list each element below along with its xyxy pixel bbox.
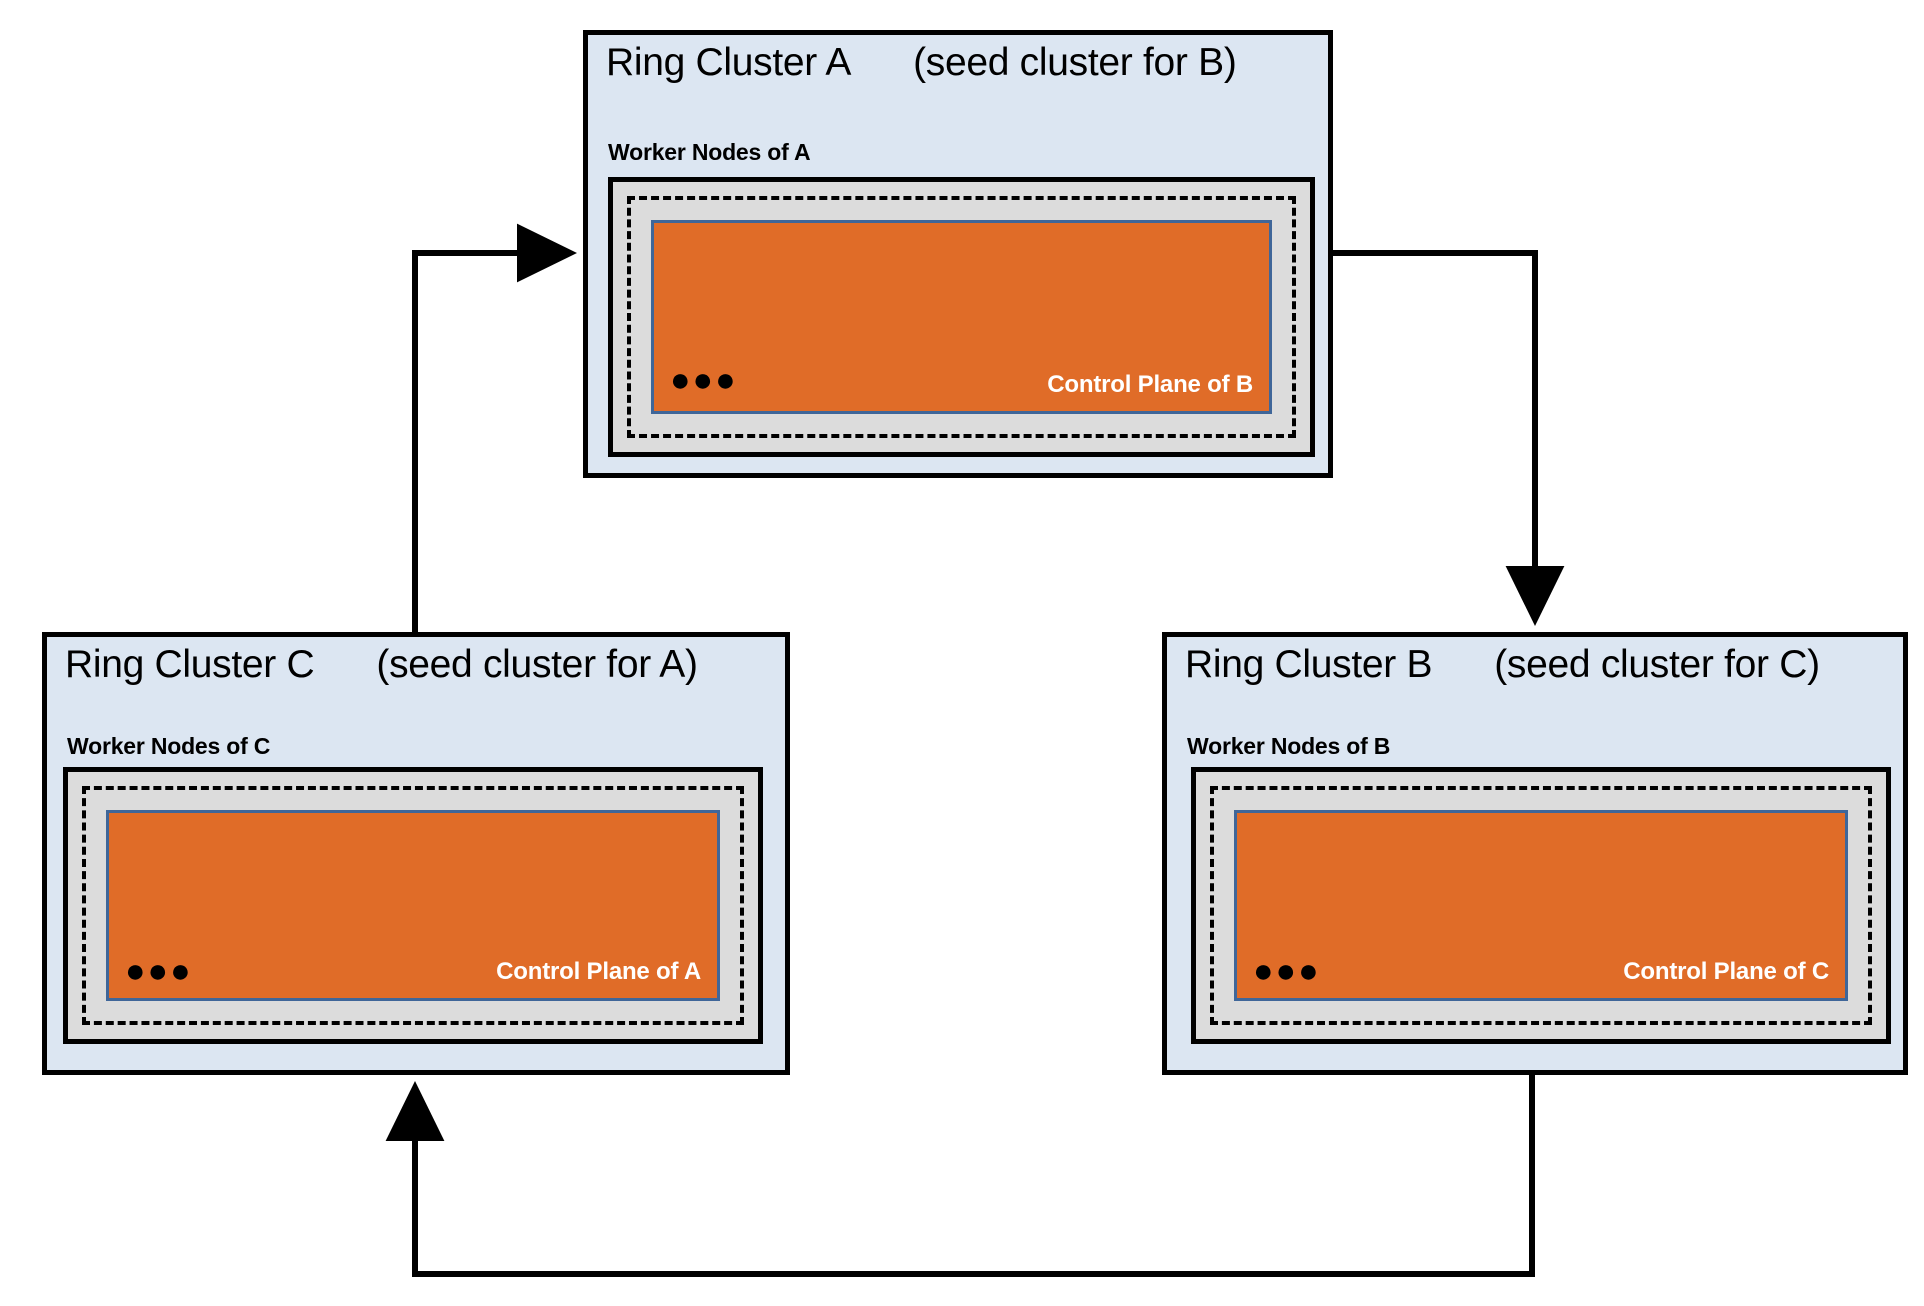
ellipsis-icon: ●●●: [670, 361, 738, 399]
cluster-c-seed-note: (seed cluster for A): [376, 643, 698, 686]
cluster-b-control-plane-label: Control Plane of C: [1623, 958, 1829, 985]
arrow-c-to-a: [412, 223, 577, 632]
cluster-c-title: Ring Cluster C (seed cluster for A): [65, 643, 698, 687]
cluster-b-title: Ring Cluster B (seed cluster for C): [1185, 643, 1820, 687]
ring-cluster-b[interactable]: Ring Cluster B (seed cluster for C) Work…: [1162, 632, 1908, 1075]
cluster-a-worker-nodes-box: ●●● Control Plane of B: [608, 177, 1315, 457]
ellipsis-icon: ●●●: [1253, 952, 1321, 990]
cluster-b-worker-nodes-box: ●●● Control Plane of C: [1191, 767, 1891, 1044]
cluster-c-dashed-boundary: ●●● Control Plane of A: [82, 786, 744, 1025]
cluster-b-dashed-boundary: ●●● Control Plane of C: [1210, 786, 1872, 1025]
cluster-b-seed-note: (seed cluster for C): [1494, 643, 1820, 686]
cluster-b-name: Ring Cluster B: [1185, 643, 1433, 686]
cluster-c-worker-label: Worker Nodes of C: [67, 733, 271, 759]
cluster-a-seed-note: (seed cluster for B): [913, 41, 1237, 84]
ring-cluster-c[interactable]: Ring Cluster C (seed cluster for A) Work…: [42, 632, 790, 1075]
cluster-a-name: Ring Cluster A: [606, 41, 852, 84]
cluster-c-control-plane-box[interactable]: ●●● Control Plane of A: [106, 810, 720, 1001]
cluster-a-dashed-boundary: ●●● Control Plane of B: [627, 196, 1296, 438]
arrow-b-to-c: [385, 1075, 1535, 1277]
cluster-b-worker-label: Worker Nodes of B: [1187, 733, 1391, 759]
cluster-a-title: Ring Cluster A (seed cluster for B): [606, 41, 1237, 85]
cluster-c-control-plane-label: Control Plane of A: [496, 958, 701, 985]
cluster-c-name: Ring Cluster C: [65, 643, 315, 686]
ellipsis-icon: ●●●: [125, 952, 193, 990]
arrow-a-to-b: [1333, 250, 1565, 626]
cluster-a-control-plane-label: Control Plane of B: [1047, 371, 1253, 398]
cluster-b-control-plane-box[interactable]: ●●● Control Plane of C: [1234, 810, 1848, 1001]
cluster-c-worker-nodes-box: ●●● Control Plane of A: [63, 767, 763, 1044]
cluster-a-control-plane-box[interactable]: ●●● Control Plane of B: [651, 220, 1272, 414]
cluster-a-worker-label: Worker Nodes of A: [608, 139, 811, 165]
ring-cluster-a[interactable]: Ring Cluster A (seed cluster for B) Work…: [583, 30, 1333, 478]
